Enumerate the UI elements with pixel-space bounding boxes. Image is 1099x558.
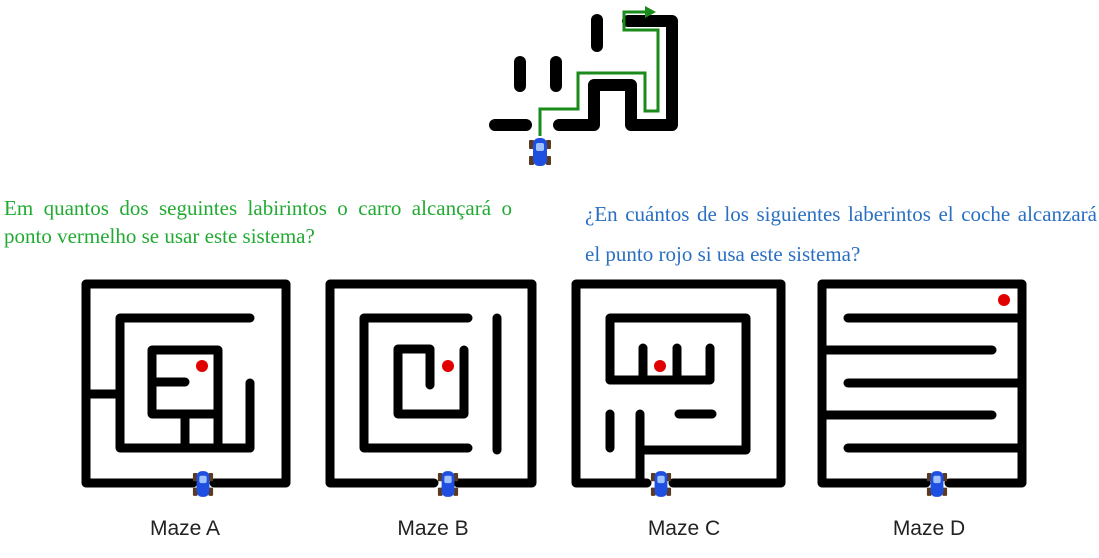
maze-b [325, 279, 537, 497]
question-portuguese: Em quantos dos seguintes labirintos o ca… [4, 196, 512, 248]
maze-c [571, 279, 786, 497]
green-path-arrow [538, 10, 660, 136]
question-spanish: ¿En cuántos de los siguientes laberintos… [585, 202, 1097, 266]
arrow-head-icon [645, 6, 656, 18]
maze-d-target-dot [998, 294, 1010, 306]
example-maze [489, 6, 678, 166]
maze-b-target-dot [442, 360, 454, 372]
car-icon [529, 138, 551, 166]
maze-d-label: Maze D [892, 517, 966, 540]
maze-a [81, 279, 291, 497]
maze-c-car-icon [650, 471, 672, 497]
maze-b-label: Maze B [397, 517, 469, 540]
maze-c-label: Maze C [647, 517, 721, 540]
maze-a-label: Maze A [149, 517, 221, 540]
maze-a-target-dot [196, 360, 208, 372]
maze-c-target-dot [654, 360, 666, 372]
maze-d [817, 279, 1027, 497]
example-maze-walls [489, 14, 678, 131]
